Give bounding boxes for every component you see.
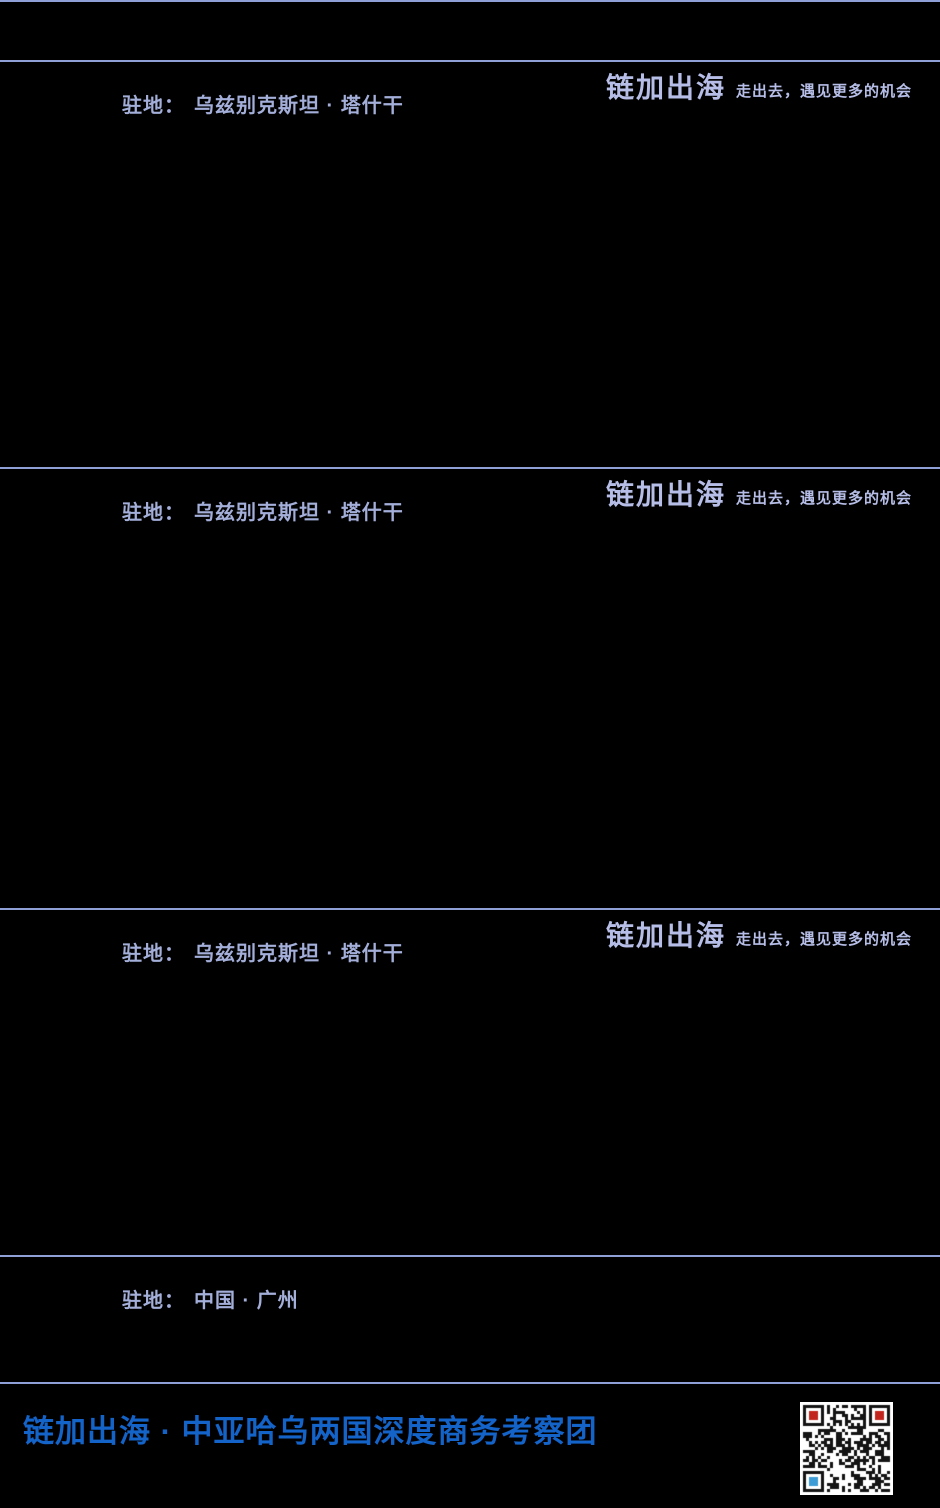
slide-section-1: 驻地： 乌兹别克斯坦 · 塔什干 链加出海 走出去，遇见更多的机会	[0, 62, 940, 467]
location-label: 驻地：	[122, 943, 185, 965]
slide-section-2: 驻地： 乌兹别克斯坦 · 塔什干 链加出海 走出去，遇见更多的机会	[0, 467, 940, 908]
brand-logo: 链加出海 走出去，遇见更多的机会	[606, 481, 912, 509]
location-label: 驻地：	[122, 95, 185, 117]
location-label: 驻地：	[122, 1290, 185, 1312]
brand-tagline: 走出去，遇见更多的机会	[735, 931, 912, 948]
brand-logo-text: 链加出海	[605, 920, 726, 951]
qr-code	[800, 1402, 893, 1495]
header-band	[0, 0, 940, 62]
location-label: 驻地：	[122, 502, 185, 524]
brand-logo: 链加出海 走出去，遇见更多的机会	[606, 922, 912, 950]
brand-logo-text: 链加出海	[605, 72, 726, 103]
slide-section-4: 驻地： 中国 · 广州	[0, 1255, 940, 1382]
location-row: 驻地： 乌兹别克斯坦 · 塔什干	[122, 496, 404, 525]
qr-code-wrap	[800, 1402, 893, 1495]
footer-band: 链加出海 · 中亚哈乌两国深度商务考察团	[0, 1382, 940, 1508]
slide-section-3: 驻地： 乌兹别克斯坦 · 塔什干 链加出海 走出去，遇见更多的机会	[0, 908, 940, 1255]
location-row: 驻地： 中国 · 广州	[122, 1284, 299, 1313]
brand-tagline: 走出去，遇见更多的机会	[735, 83, 912, 100]
location-row: 驻地： 乌兹别克斯坦 · 塔什干	[122, 89, 404, 118]
location-value: 乌兹别克斯坦 · 塔什干	[194, 95, 404, 117]
brand-tagline: 走出去，遇见更多的机会	[735, 490, 912, 507]
location-value: 中国 · 广州	[194, 1290, 299, 1312]
location-value: 乌兹别克斯坦 · 塔什干	[194, 943, 404, 965]
brand-logo-text: 链加出海	[605, 479, 726, 510]
location-row: 驻地： 乌兹别克斯坦 · 塔什干	[122, 937, 404, 966]
brand-logo: 链加出海 走出去，遇见更多的机会	[606, 74, 912, 102]
location-value: 乌兹别克斯坦 · 塔什干	[194, 502, 404, 524]
footer-title: 链加出海 · 中亚哈乌两国深度商务考察团	[23, 1414, 598, 1449]
